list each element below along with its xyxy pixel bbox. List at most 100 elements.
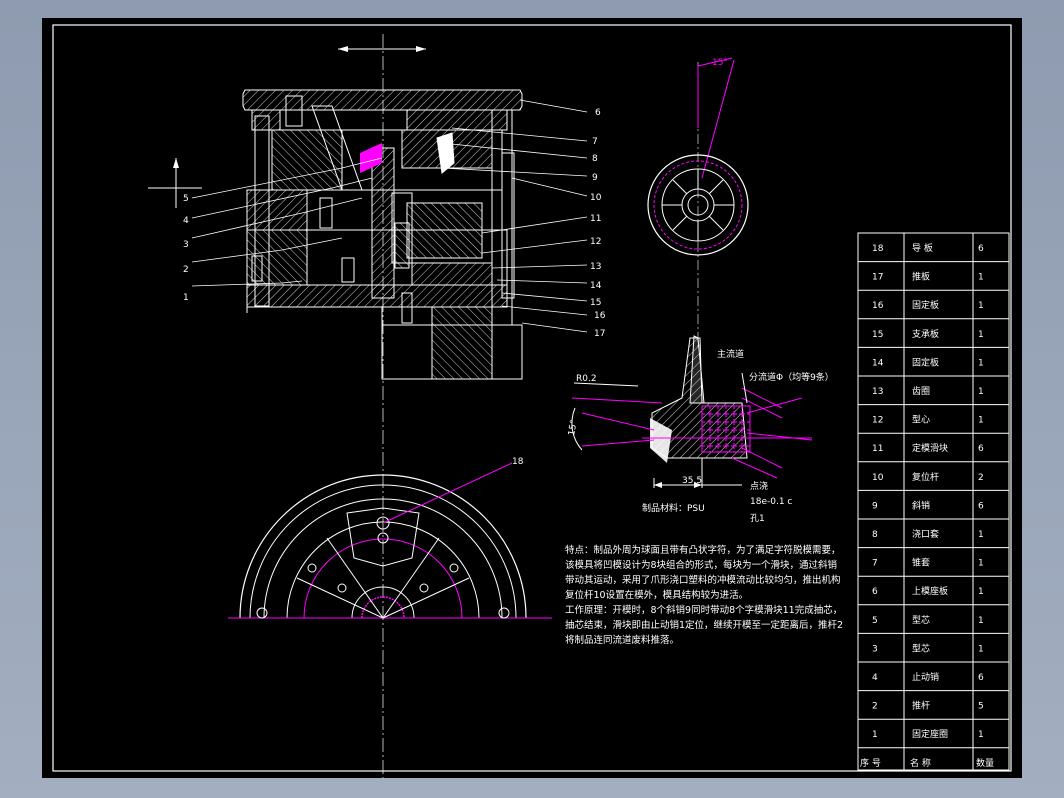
- bom-cell-seq: 15: [872, 330, 883, 340]
- material-label: 制品材料：PSU: [642, 502, 705, 514]
- bom-cell-name: 固定板: [912, 299, 939, 311]
- section-view: 5 4 3 2 1 6 7 8 9 10 11 12 13: [148, 34, 606, 778]
- bom-cell-seq: 5: [872, 616, 878, 626]
- bom-cell-name: 导 板: [912, 242, 933, 254]
- bom-cell-name: 齿圈: [912, 386, 930, 397]
- bom-cell-seq: 3: [872, 644, 878, 654]
- bom-cell-name: 定模滑块: [912, 442, 948, 454]
- label-14: 14: [590, 281, 602, 291]
- label-18: 18: [512, 457, 524, 467]
- bom-cell-seq: 16: [872, 301, 884, 311]
- bom-cell-name: 型心: [912, 415, 930, 426]
- angle-15-label: 15°: [567, 419, 580, 436]
- bom-cell-qty: 1: [978, 273, 984, 283]
- gate-label: 点浇: [750, 480, 768, 492]
- gate-dim: 18e-0.1 c: [750, 497, 792, 507]
- bom-header-name: 名 称: [910, 757, 931, 769]
- bom-cell-name: 推板: [912, 271, 930, 283]
- label-15: 15: [590, 298, 601, 308]
- bom-cell-qty: 1: [978, 559, 984, 569]
- bom-cell-seq: 7: [872, 559, 878, 569]
- design-notes: 特点：制品外周为球面且带有凸状字符，为了满足字符脱模需要， 该模具将凹模设计为8…: [565, 543, 843, 648]
- bom-cell-qty: 1: [978, 358, 984, 368]
- bom-cell-name: 支承板: [912, 328, 939, 340]
- label-10: 10: [590, 193, 602, 203]
- part-view: 15°: [647, 57, 749, 348]
- bom-table: [857, 232, 1010, 771]
- bom-cell-qty: 1: [978, 387, 984, 397]
- bom-cell-qty: 1: [978, 616, 984, 626]
- note-line: 工作原理：开模时，8个斜销9同时带动8个字模滑块11完成抽芯，: [565, 605, 843, 616]
- bom-cell-seq: 2: [872, 702, 878, 712]
- bom-cell-seq: 11: [872, 444, 883, 454]
- note-line: 该模具将凹模设计为8块组合的形式，每块为一个滑块，通过斜销: [565, 560, 838, 571]
- bom-cell-seq: 9: [872, 501, 878, 511]
- bom-cell-qty: 1: [978, 416, 984, 426]
- bom-cell-seq: 6: [872, 587, 878, 597]
- label-17: 17: [594, 329, 605, 339]
- label-3: 3: [183, 240, 189, 250]
- note-line: 将制品连同流道废料推落。: [565, 635, 680, 646]
- bom-cell-seq: 17: [872, 273, 883, 283]
- bom-cell-qty: 2: [978, 473, 984, 483]
- bom-cell-name: 型芯: [912, 614, 930, 626]
- label-2: 2: [183, 265, 189, 275]
- bom-cell-qty: 1: [978, 644, 984, 654]
- label-8: 8: [592, 154, 598, 164]
- right-labels: 6 7 8 9 10 11 12 13 14 15 16 17: [590, 108, 606, 339]
- plan-view: 18: [228, 457, 552, 619]
- note-line: 带动其运动，采用了爪形浇口塑料的冲模流动比较均匀，推出机构: [565, 575, 841, 586]
- bom-cell-qty: 1: [978, 530, 984, 540]
- bom-cell-seq: 13: [872, 387, 883, 397]
- bom-cell-name: 锥套: [912, 557, 930, 569]
- bom-cell-seq: 8: [872, 530, 878, 540]
- bom-cell-qty: 6: [978, 244, 984, 254]
- bom-cell-name: 斜销: [912, 499, 930, 511]
- label-16: 16: [594, 311, 606, 321]
- detail-view: R0.2 15° 主流道 分流道Φ（均等9条） 35.5 点浇 18e-0.1 …: [567, 335, 834, 524]
- bom-cell-seq: 12: [872, 416, 883, 426]
- label-9: 9: [592, 173, 598, 183]
- inner-frame: [52, 24, 1012, 772]
- bom-cell-qty: 6: [978, 673, 984, 683]
- label-1: 1: [183, 293, 189, 303]
- bom-cell-name: 浇口套: [912, 528, 939, 540]
- label-6: 6: [595, 108, 601, 118]
- note-line: 抽芯结束，滑块即由止动销1定位，继续开模至一定距离后，推杆2: [565, 620, 844, 631]
- bom-cell-name: 固定板: [912, 356, 939, 368]
- label-5: 5: [183, 194, 189, 204]
- gate-count: 孔1: [750, 513, 765, 524]
- bom-header-seq: 序 号: [860, 757, 881, 769]
- bom-cell-seq: 10: [872, 473, 884, 483]
- bom-cell-qty: 1: [978, 587, 984, 597]
- label-12: 12: [590, 237, 601, 247]
- bom-cell-qty: 6: [978, 444, 984, 454]
- cad-drawing: 5 4 3 2 1 6 7 8 9 10 11 12 13: [52, 24, 1012, 778]
- note-line: 特点：制品外周为球面且带有凸状字符，为了满足字符脱模需要，: [565, 545, 841, 556]
- bom-cell-qty: 1: [978, 730, 984, 740]
- sub-runner-label: 分流道Φ（均等9条）: [749, 371, 834, 383]
- drawing-sheet: 5 4 3 2 1 6 7 8 9 10 11 12 13: [42, 18, 1022, 778]
- bom-cell-name: 止动销: [912, 671, 939, 683]
- bom-cell-qty: 5: [978, 702, 984, 712]
- bom-cell-name: 推杆: [912, 700, 930, 712]
- bom-cell-name: 型芯: [912, 642, 930, 654]
- bom-cell-name: 固定座圈: [912, 728, 948, 740]
- bom-cell-seq: 1: [872, 730, 878, 740]
- dim-355: 35.5: [682, 476, 702, 486]
- bom-cell-qty: 1: [978, 301, 984, 311]
- bom-cell-name: 上模座板: [912, 585, 948, 597]
- angle-label: 15°: [712, 58, 728, 68]
- label-4: 4: [183, 216, 189, 226]
- label-11: 11: [590, 214, 601, 224]
- note-line: 复位杆10设置在模外，模具结构较为进活。: [565, 590, 749, 601]
- bom-header-qty: 数量: [976, 757, 994, 769]
- bom-cell-seq: 18: [872, 244, 884, 254]
- bom-cell-name: 复位杆: [912, 471, 939, 483]
- bom-cell-seq: 4: [872, 673, 878, 683]
- label-7: 7: [592, 137, 598, 147]
- bom-cell-qty: 6: [978, 501, 984, 511]
- bom-cell-qty: 1: [978, 330, 984, 340]
- main-runner-label: 主流道: [717, 348, 744, 360]
